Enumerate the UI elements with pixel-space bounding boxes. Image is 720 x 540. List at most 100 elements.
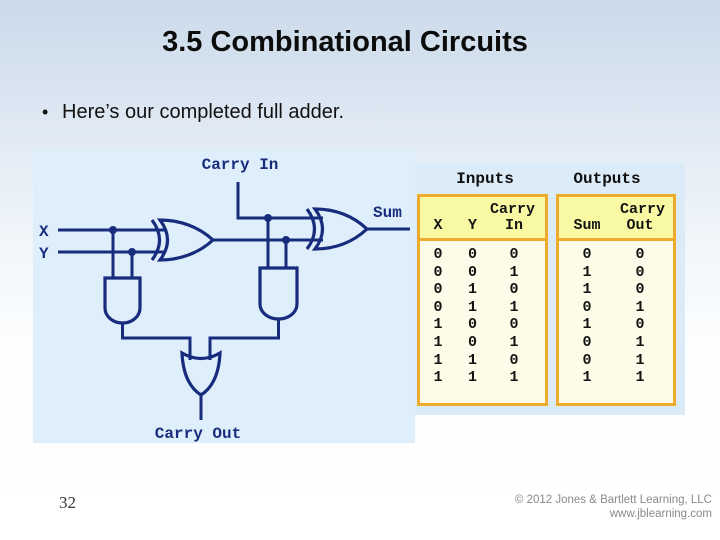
carry-out-label: Carry Out: [155, 425, 241, 443]
table-cell: 1: [509, 263, 519, 281]
column-header-carry-in: In: [504, 217, 523, 235]
outputs-column-header: Carry Sum Out: [559, 197, 673, 241]
inputs-column-row: X Y In: [420, 217, 545, 235]
copyright-line2: www.jblearning.com: [609, 508, 712, 520]
wire-and2-out: [208, 318, 280, 360]
xor-gate-1: [150, 218, 216, 262]
table-cell: 0: [635, 263, 645, 281]
junction-dots: [109, 214, 290, 256]
table-cell: 1: [467, 281, 477, 299]
table-cell: 0: [582, 246, 592, 263]
junction-dot: [109, 226, 117, 234]
table-cell: 1: [635, 369, 645, 387]
outputs-header: Outputs: [573, 170, 641, 188]
column-header-y: Y: [467, 217, 477, 235]
gates: [103, 207, 370, 397]
y-input-label: Y: [39, 245, 49, 263]
junction-dot: [128, 248, 136, 256]
junction-dot: [264, 214, 272, 222]
table-cell: 1: [467, 298, 477, 316]
table-cell: 1: [509, 298, 519, 316]
table-cell: 1: [635, 351, 645, 369]
circuit-labels: Carry In X Y Sum Carry Out: [39, 156, 402, 443]
page-title: 3.5 Combinational Circuits: [162, 26, 528, 58]
outputs-column-row: Sum Out: [559, 217, 673, 235]
bullet-icon: •: [42, 102, 49, 122]
table-row: 1 0 1: [420, 334, 545, 352]
table-cell: 0: [635, 281, 645, 299]
table-cell: 1: [509, 333, 519, 351]
table-cell: 0: [433, 246, 443, 263]
table-cell: 1: [509, 369, 519, 387]
table-cell: 0: [433, 263, 443, 281]
circuit-svg: Carry In X Y Sum Carry Out: [39, 156, 410, 443]
table-cell: 0: [509, 281, 519, 299]
carry-in-label: Carry In: [202, 156, 279, 174]
table-cell: 1: [635, 298, 645, 316]
carry-in-column-label: Carry: [489, 201, 535, 218]
inputs-header: Inputs: [456, 170, 514, 188]
table-cell: 0: [509, 246, 519, 263]
table-cell: 0: [635, 246, 645, 263]
table-cell: 0: [582, 351, 592, 369]
circuit-wires: [58, 182, 410, 420]
table-cell: 1: [433, 333, 443, 351]
table-cell: 1: [433, 316, 443, 334]
sum-label: Sum: [373, 204, 402, 222]
inputs-column-header: Carry X Y In: [420, 197, 545, 241]
table-cell: 1: [467, 351, 477, 369]
table-cell: 0: [509, 316, 519, 334]
table-cell: 0: [467, 246, 477, 263]
carry-out-column-label: Carry: [619, 201, 665, 218]
column-header-carry-out: Out: [626, 217, 654, 235]
table-cell: 0: [467, 333, 477, 351]
column-header-sum: Sum: [573, 217, 601, 235]
table-cell: 0: [635, 316, 645, 334]
copyright-line1: © 2012 Jones & Bartlett Learning, LLC: [514, 494, 712, 506]
table-cell: 0: [582, 298, 592, 316]
bullet-text: Here’s our completed full adder.: [62, 101, 345, 123]
bullet-item: • Here’s our completed full adder.: [42, 101, 344, 124]
table-row: 0 1 1: [420, 299, 545, 317]
and-gate-1: [103, 276, 142, 325]
table-cell: 1: [582, 281, 592, 299]
copyright-notice: © 2012 Jones & Bartlett Learning, LLC ww…: [412, 493, 712, 521]
table-cell: 1: [635, 333, 645, 351]
x-input-label: X: [39, 223, 49, 241]
slide-number: 32: [59, 493, 76, 512]
table-cell: 1: [582, 369, 592, 387]
xor-gate-2: [305, 207, 370, 251]
table-row: 0 0 1: [420, 264, 545, 282]
table-cell: 1: [582, 316, 592, 334]
column-header-x: X: [433, 217, 443, 235]
wire-and1-out: [121, 322, 192, 360]
table-cell: 0: [467, 263, 477, 281]
table-cell: 1: [433, 351, 443, 369]
table-cell: 0: [433, 298, 443, 316]
table-cell: 1: [433, 369, 443, 387]
full-adder-circuit-diagram: Carry In X Y Sum Carry Out: [33, 150, 415, 443]
table-row: 1 1 0: [420, 352, 545, 370]
table-cell: 0: [433, 281, 443, 299]
table-cell: 0: [509, 351, 519, 369]
wire-carry-in: [236, 182, 323, 220]
junction-dot: [282, 236, 290, 244]
table-row: 0 1 0: [420, 281, 545, 299]
and-gate-2: [258, 266, 299, 321]
